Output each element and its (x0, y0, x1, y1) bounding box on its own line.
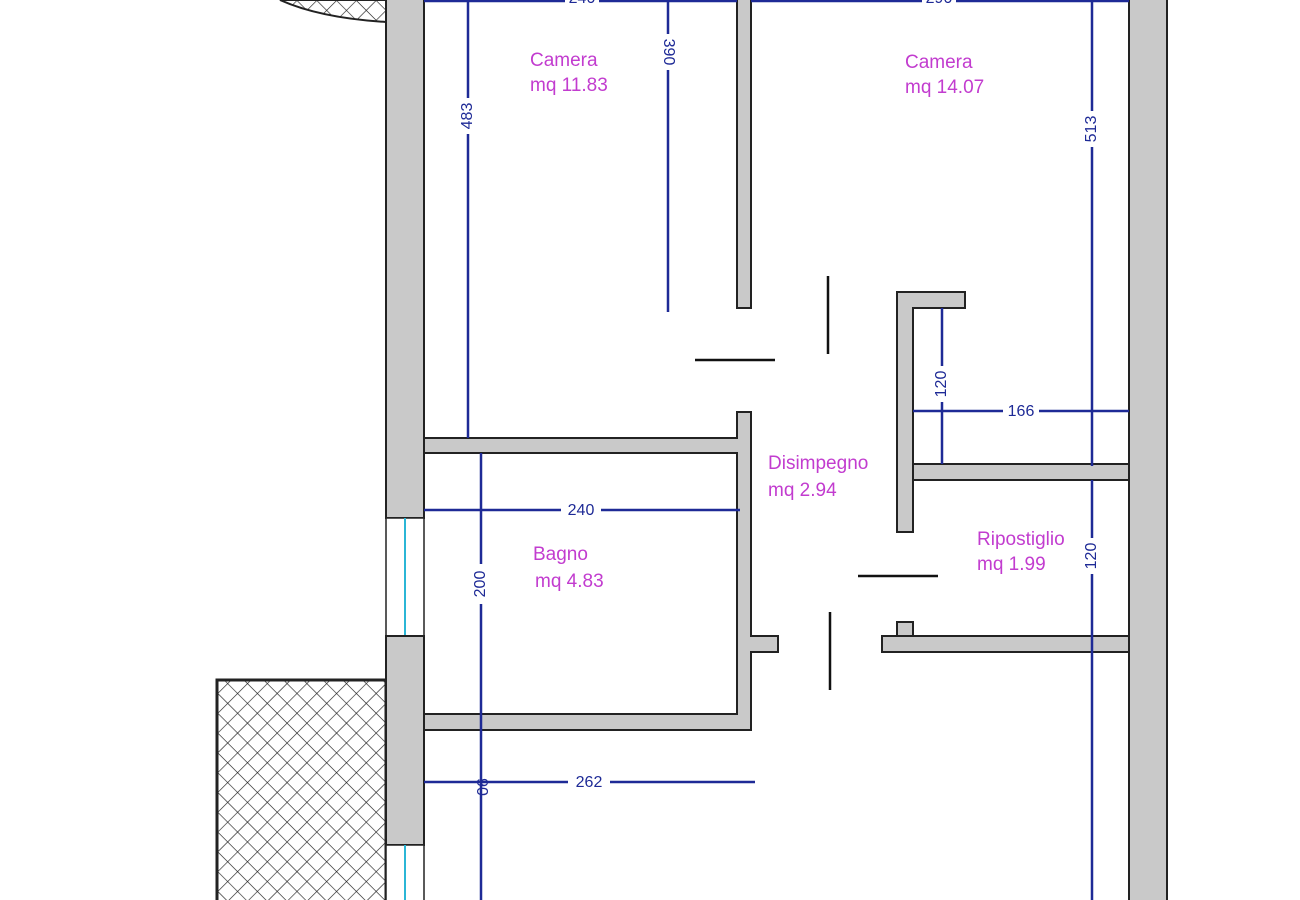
room-ripostiglio-area: mq 1.99 (977, 554, 1046, 575)
ripostiglio-bottom-wall (881, 635, 1130, 653)
dim-top-right: 290 (926, 0, 953, 7)
closet-wall (896, 291, 966, 533)
dim-ripostiglio-height: 120 (1083, 543, 1100, 570)
room-ripostiglio-name: Ripostiglio (977, 529, 1065, 550)
dim-bagno-height: 200 (472, 571, 489, 598)
camera-partition-wall (736, 0, 752, 309)
dim-closet-width: 166 (1008, 403, 1035, 420)
dim-closet-height: 120 (933, 371, 950, 398)
balcony-hatched (215, 678, 388, 900)
room-disimpegno-area: mq 2.94 (768, 480, 837, 501)
room-bagno-name: Bagno (533, 544, 588, 565)
dim-top-left: 240 (569, 0, 596, 7)
dim-camera2-height: 513 (1083, 116, 1100, 143)
left-outer-wall-lower (385, 635, 425, 846)
room-bagno-area: mq 4.83 (535, 571, 604, 592)
right-outer-wall (1128, 0, 1168, 900)
room-disimpegno-name: Disimpegno (768, 453, 868, 474)
room-camera-1-name: Camera (530, 50, 598, 71)
room-camera-1-area: mq 11.83 (530, 75, 608, 96)
dim-bagno-width: 240 (568, 502, 595, 519)
dim-camera1-wall: 390 (660, 39, 677, 66)
ripostiglio-top-wall (912, 463, 1130, 481)
dim-lower-height: 90 (473, 778, 490, 796)
room-camera-2-name: Camera (905, 52, 973, 73)
dim-lower-width: 262 (576, 774, 603, 791)
dim-camera1-height: 483 (459, 103, 476, 130)
balcony-top (279, 0, 387, 24)
wall-stub (896, 621, 914, 637)
left-outer-wall (385, 0, 425, 519)
room-camera-2-area: mq 14.07 (905, 77, 984, 98)
bagno-walls (423, 411, 779, 731)
